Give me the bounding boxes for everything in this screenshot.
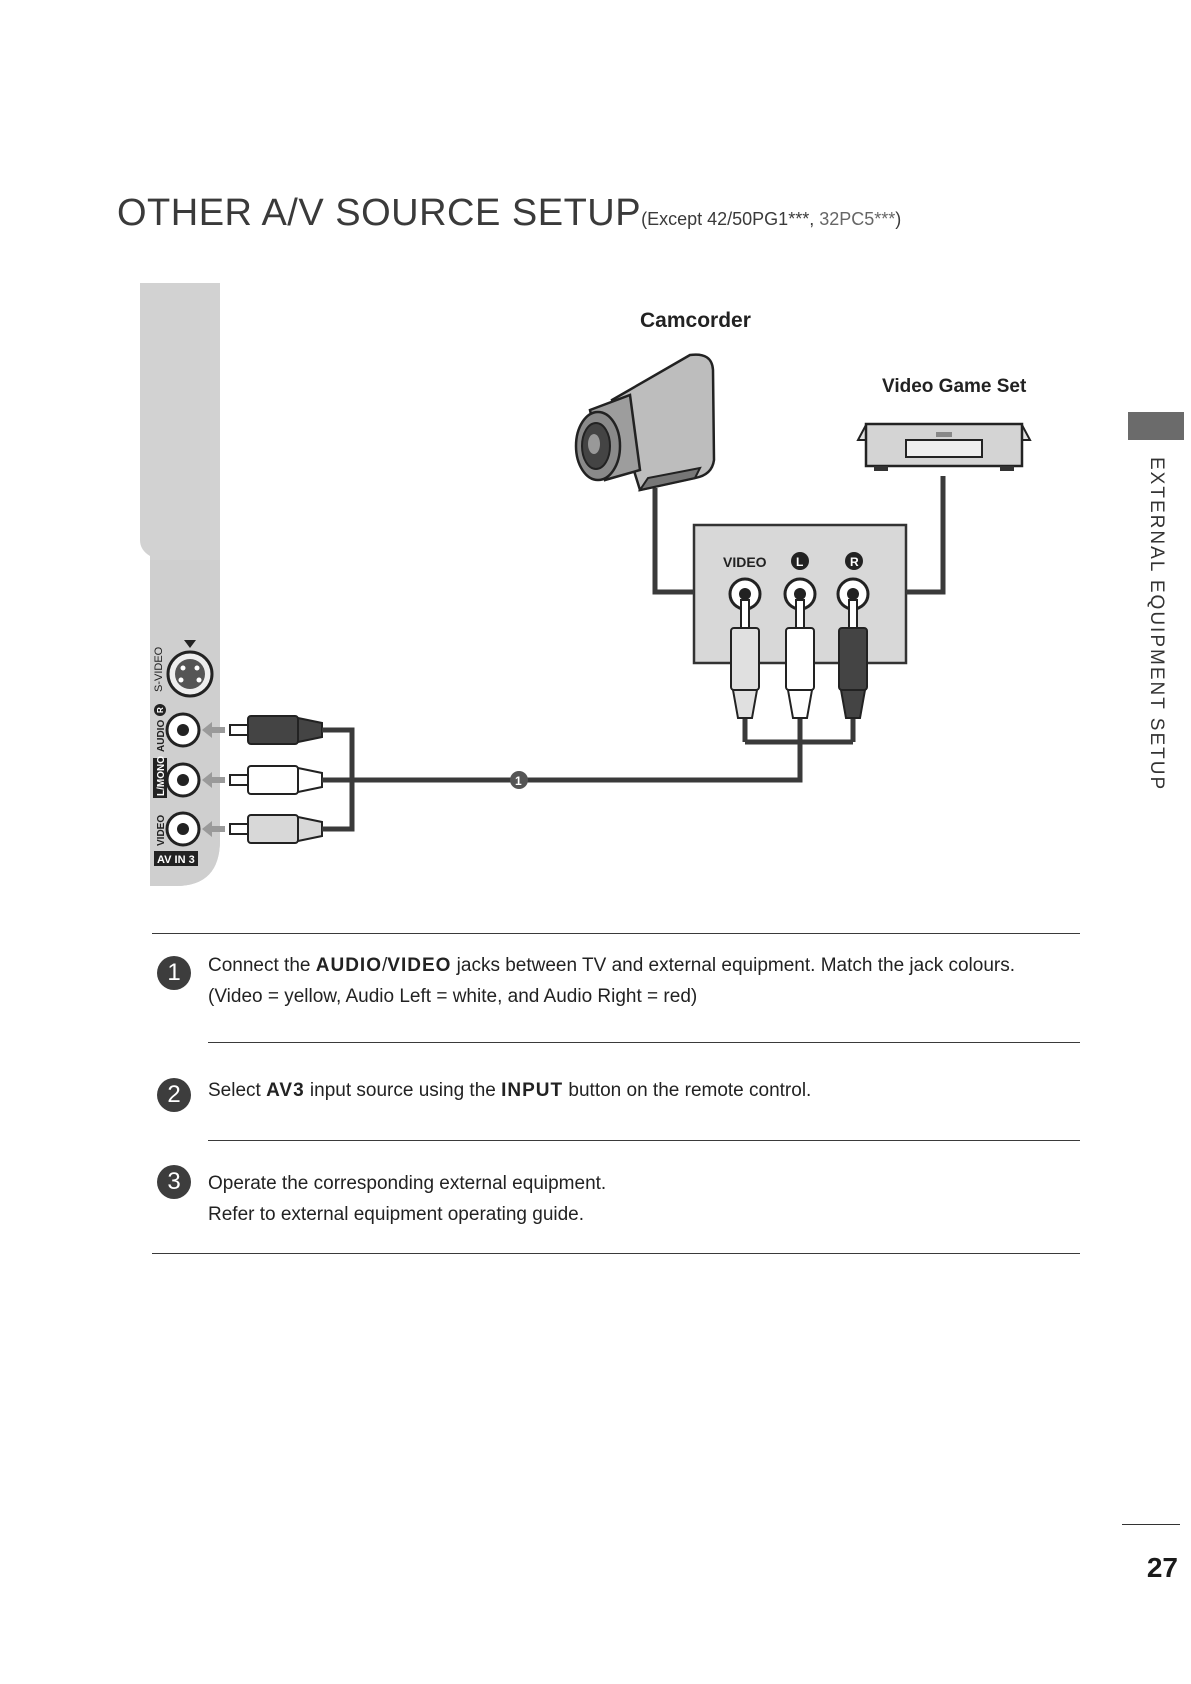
page-number: 27 bbox=[1146, 1552, 1178, 1583]
panel-video-jack bbox=[165, 811, 201, 847]
step-1-text-a: Connect the bbox=[208, 955, 316, 976]
panel-lmono-label: L/MONO bbox=[153, 756, 167, 798]
panel-audio-r-label: AUDIO R bbox=[154, 704, 167, 752]
step-3-text-line2: Refer to external equipment operating gu… bbox=[208, 1204, 585, 1225]
step-3-text: Operate the corresponding external equip… bbox=[208, 1168, 1068, 1230]
camcorder-icon bbox=[574, 353, 716, 492]
title-models-open: (Except 42/50PG1 bbox=[641, 209, 789, 229]
step-2-number: 2 bbox=[157, 1078, 191, 1112]
step-2-text-c: button on the remote control. bbox=[563, 1080, 812, 1101]
panel-arrows bbox=[202, 722, 225, 837]
title-models-stars: *** bbox=[788, 209, 810, 229]
step-divider-bottom bbox=[152, 1253, 1080, 1254]
panel-video-label: VIDEO bbox=[156, 815, 167, 846]
panel-r-label: R bbox=[156, 707, 165, 713]
device-leads bbox=[652, 476, 946, 595]
box-l-badge bbox=[791, 552, 809, 570]
step-2-keyword-av3: AV3 bbox=[266, 1080, 305, 1101]
game-console-icon bbox=[856, 422, 1032, 471]
step-2-text-b: input source using the bbox=[304, 1080, 502, 1101]
step-1-keyword-audio: AUDIO bbox=[315, 955, 382, 976]
cable-marker-label: 1 bbox=[515, 774, 522, 788]
step-3-text-line1: Operate the corresponding external equip… bbox=[208, 1173, 607, 1194]
av-in-3-label: AV IN 3 bbox=[157, 854, 195, 866]
page-title: OTHER A/V SOURCE SETUP(Except 42/50PG1**… bbox=[117, 192, 901, 235]
game-console-label: Video Game Set bbox=[882, 376, 1027, 397]
step-2-text: Select AV3 input source using the INPUT … bbox=[208, 1075, 1068, 1106]
title-models-separator: , bbox=[809, 209, 820, 229]
title-models-stars-2: *** bbox=[874, 209, 896, 229]
panel-audio-label: AUDIO bbox=[156, 720, 167, 752]
panel-svideo-label: S-VIDEO bbox=[153, 646, 165, 692]
box-r-badge bbox=[845, 552, 863, 570]
step-3-number: 3 bbox=[157, 1165, 191, 1199]
section-tab-label: EXTERNAL EQUIPMENT SETUP bbox=[1146, 457, 1167, 792]
panel-audio-r-jack bbox=[165, 712, 201, 748]
panel-audio-l-jack bbox=[165, 762, 201, 798]
panel-lmono-text: L/MONO bbox=[156, 756, 167, 796]
av-cable bbox=[322, 718, 856, 832]
s-video-jack bbox=[166, 640, 214, 698]
section-tab-marker bbox=[1128, 412, 1184, 440]
step-2-text-a: Select bbox=[208, 1080, 267, 1101]
connection-diagram: S-VIDEO AUDIO R L/MONO VIDEO AV IN 3 bbox=[140, 283, 1032, 886]
step-1-keyword-video: VIDEO bbox=[387, 955, 452, 976]
step-divider-top bbox=[152, 933, 1080, 934]
title-models-second: 32PC5 bbox=[819, 209, 875, 229]
box-l-label: L bbox=[796, 555, 803, 569]
box-plug-r bbox=[838, 599, 868, 719]
step-divider-1 bbox=[208, 1042, 1080, 1043]
step-1-text-b: / bbox=[381, 955, 388, 976]
left-plug-red bbox=[229, 715, 323, 745]
left-plug-white bbox=[229, 765, 323, 795]
step-2-keyword-input: INPUT bbox=[501, 1080, 564, 1101]
left-plug-yellow bbox=[229, 814, 323, 844]
page-number-rule bbox=[1122, 1524, 1180, 1525]
step-1-text-c: jacks between TV and external equipment.… bbox=[451, 955, 1016, 976]
camcorder-label: Camcorder bbox=[640, 309, 751, 332]
box-video-label: VIDEO bbox=[723, 554, 767, 570]
box-plug-video bbox=[730, 599, 760, 719]
step-1-text: Connect the AUDIO/VIDEO jacks between TV… bbox=[208, 950, 1068, 1012]
step-divider-2 bbox=[208, 1140, 1080, 1141]
step-1-text-line2: (Video = yellow, Audio Left = white, and… bbox=[208, 986, 698, 1007]
box-plug-l bbox=[785, 599, 815, 719]
page-title-models: (Except 42/50PG1***, 32PC5***) bbox=[641, 209, 901, 229]
page-title-main: OTHER A/V SOURCE SETUP bbox=[117, 192, 642, 234]
cable-marker bbox=[510, 771, 528, 789]
av-in-3-badge bbox=[154, 851, 198, 866]
box-r-label: R bbox=[850, 555, 859, 569]
title-models-close: ) bbox=[895, 209, 902, 229]
step-1-number: 1 bbox=[157, 956, 191, 990]
